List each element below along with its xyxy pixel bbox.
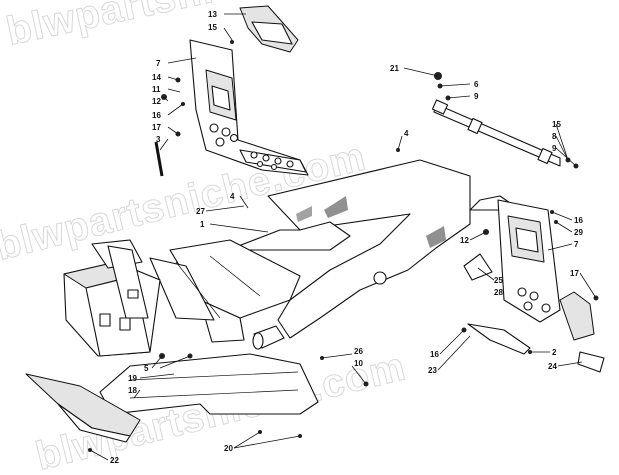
steering-arm-bracket: [559, 291, 595, 341]
callout-26: 26: [354, 347, 363, 356]
callout-7: 7: [156, 59, 161, 68]
callout-4: 4: [230, 192, 235, 201]
callout-9: 9: [474, 92, 479, 101]
callout-11: 11: [152, 85, 161, 94]
steering-link: [467, 323, 605, 373]
callout-18: 18: [128, 386, 137, 395]
callout-8: 8: [552, 132, 557, 141]
callout-10: 10: [354, 359, 363, 368]
wedge-part: [463, 253, 493, 281]
callout-5: 5: [144, 364, 149, 373]
callout-16: 16: [152, 111, 161, 120]
steering-cover-part: [239, 5, 299, 53]
callout-1: 1: [200, 220, 205, 229]
callout-28: 28: [494, 288, 503, 297]
front-bumper-assembly: [63, 239, 161, 357]
leader-lines: [89, 13, 597, 461]
small-rod-part: [154, 141, 164, 177]
callout-16: 16: [574, 216, 583, 225]
callout-7: 7: [574, 240, 579, 249]
chassis-side-panel: [227, 159, 471, 339]
callout-15: 15: [552, 120, 561, 129]
callout-16: 16: [430, 350, 439, 359]
lower-frame-rails: [149, 239, 301, 343]
callout-20: 20: [224, 444, 233, 453]
callout-27: 27: [196, 207, 205, 216]
steering-support-bracket: [189, 39, 309, 176]
callout-13: 13: [208, 10, 217, 19]
callout-25: 25: [494, 276, 503, 285]
right-side-plate: [497, 199, 561, 323]
spindle-shaft: [252, 325, 285, 350]
front-ski-bumper: [25, 373, 141, 443]
callout-15: 15: [208, 23, 217, 32]
callout-21: 21: [390, 64, 399, 73]
callout-17: 17: [570, 269, 579, 278]
callout-14: 14: [152, 73, 161, 82]
callout-6: 6: [474, 80, 479, 89]
callout-29: 29: [574, 228, 583, 237]
callout-9: 9: [552, 144, 557, 153]
belly-pan: [99, 353, 319, 415]
callout-12: 12: [152, 97, 161, 106]
callout-3: 3: [156, 135, 161, 144]
callout-4: 4: [404, 129, 409, 138]
callout-24: 24: [548, 362, 557, 371]
callout-12: 12: [460, 236, 469, 245]
callout-23: 23: [428, 366, 437, 375]
callout-19: 19: [128, 374, 137, 383]
callout-labels: 13 15 7 14 11 12 16 17 3 21 6 9 15 8 9 4…: [110, 10, 583, 465]
callout-17: 17: [152, 123, 161, 132]
callout-22: 22: [110, 456, 119, 465]
callout-2: 2: [552, 348, 557, 357]
